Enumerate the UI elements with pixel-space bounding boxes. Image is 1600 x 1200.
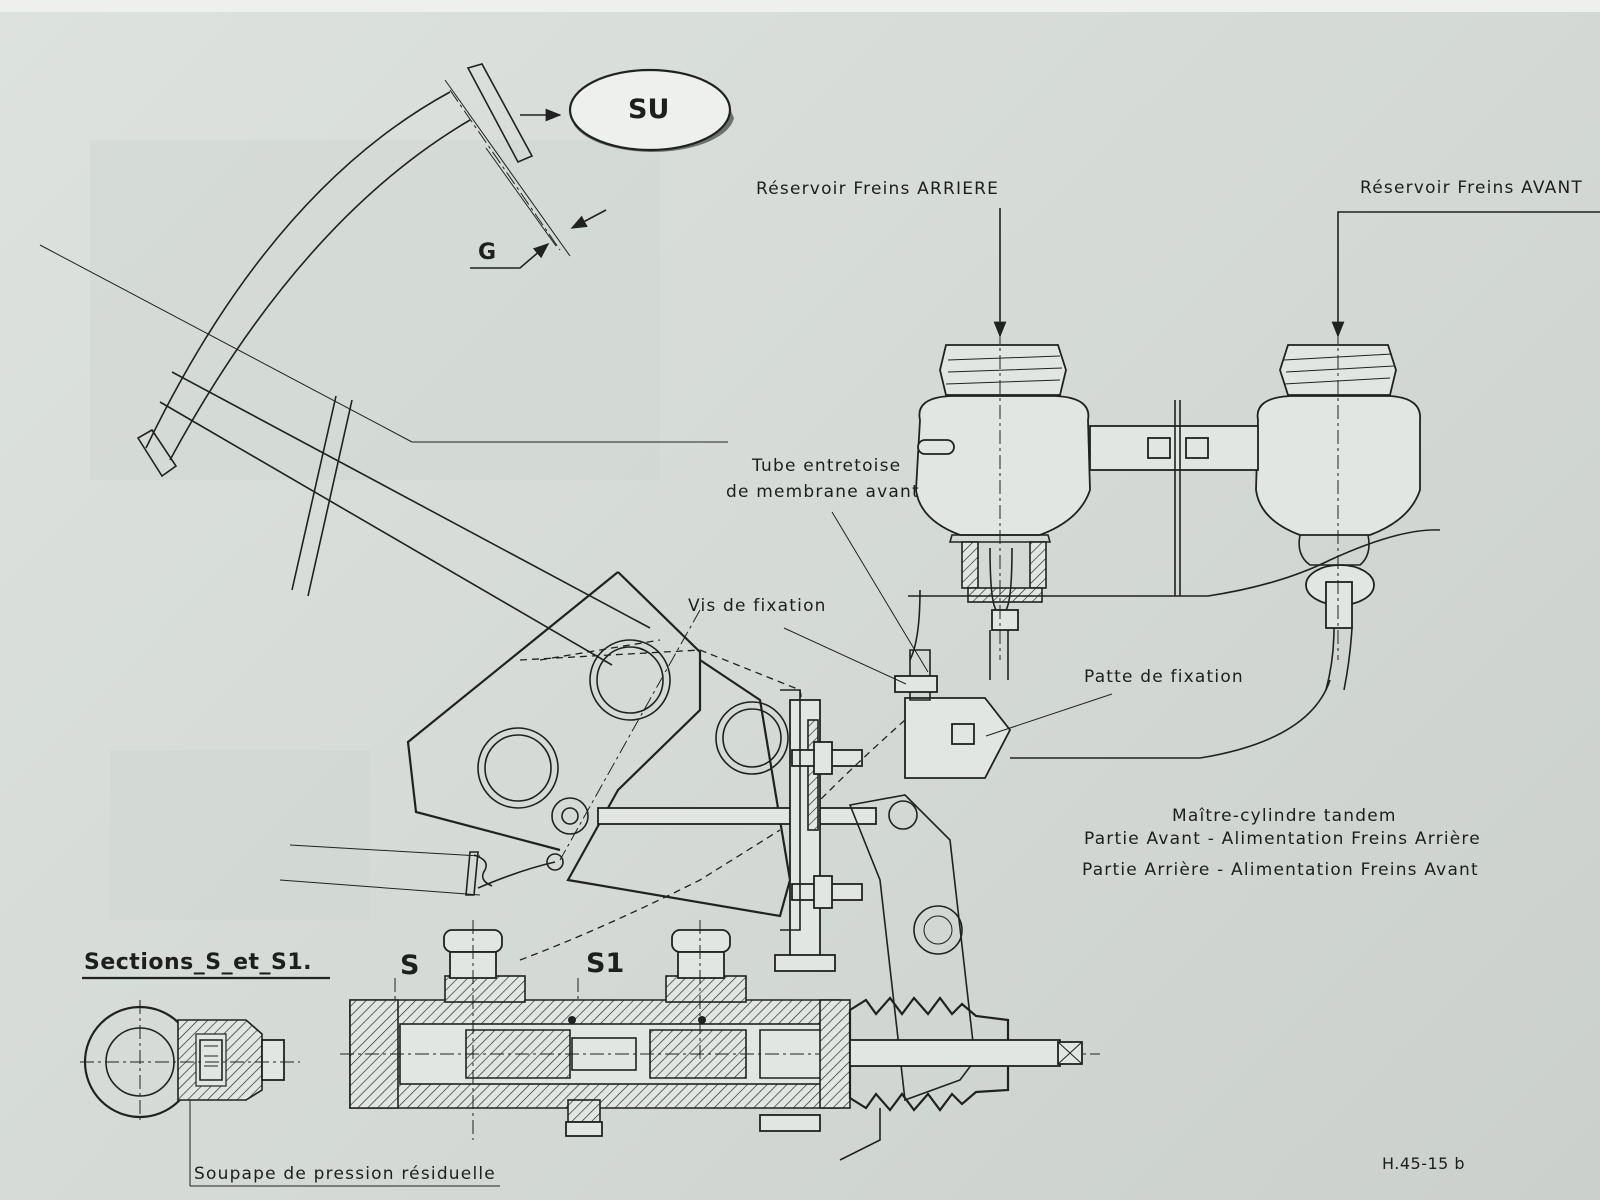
pedal-pad <box>444 63 607 269</box>
tube-label-line2: de membrane avant <box>726 482 920 502</box>
reservoir-front <box>1255 330 1421 691</box>
section-s1-label: S1 <box>586 948 625 979</box>
pedal-arm <box>39 91 728 666</box>
bulkhead-bolts <box>759 689 863 1132</box>
reservoir-crossbar <box>908 400 1441 661</box>
patte-label: Patte de fixation <box>1084 667 1244 687</box>
reservoir-rear <box>915 330 1091 680</box>
section-s-label: S <box>400 950 420 981</box>
mc-line1: Partie Avant - Alimentation Freins Arriè… <box>1084 829 1481 849</box>
drawing-reference: H.45-15 b <box>1382 1154 1466 1173</box>
mc-line2: Partie Arrière - Alimentation Freins Ava… <box>1082 860 1479 880</box>
vis-label: Vis de fixation <box>688 596 827 616</box>
pedal-bracket <box>406 571 813 918</box>
soupape-label: Soupape de pression résiduelle <box>194 1164 496 1184</box>
fixing-bracket <box>819 649 1331 801</box>
reservoir-rear-label: Réservoir Freins ARRIERE <box>756 179 1000 199</box>
sections-title: Sections_S_et_S1. <box>84 950 313 975</box>
mc-title: Maître-cylindre tandem <box>1172 806 1397 826</box>
page-edge <box>0 0 1600 12</box>
leader-lines <box>189 208 1600 1187</box>
g-label: G <box>478 240 498 265</box>
reservoir-front-label: Réservoir Freins AVANT <box>1360 178 1583 198</box>
su-label: SU <box>628 94 670 125</box>
tube-label-line1: Tube entretoise <box>752 456 902 476</box>
section-detail <box>80 976 330 1120</box>
master-cylinder <box>340 920 1100 1161</box>
su-disc <box>568 68 734 152</box>
